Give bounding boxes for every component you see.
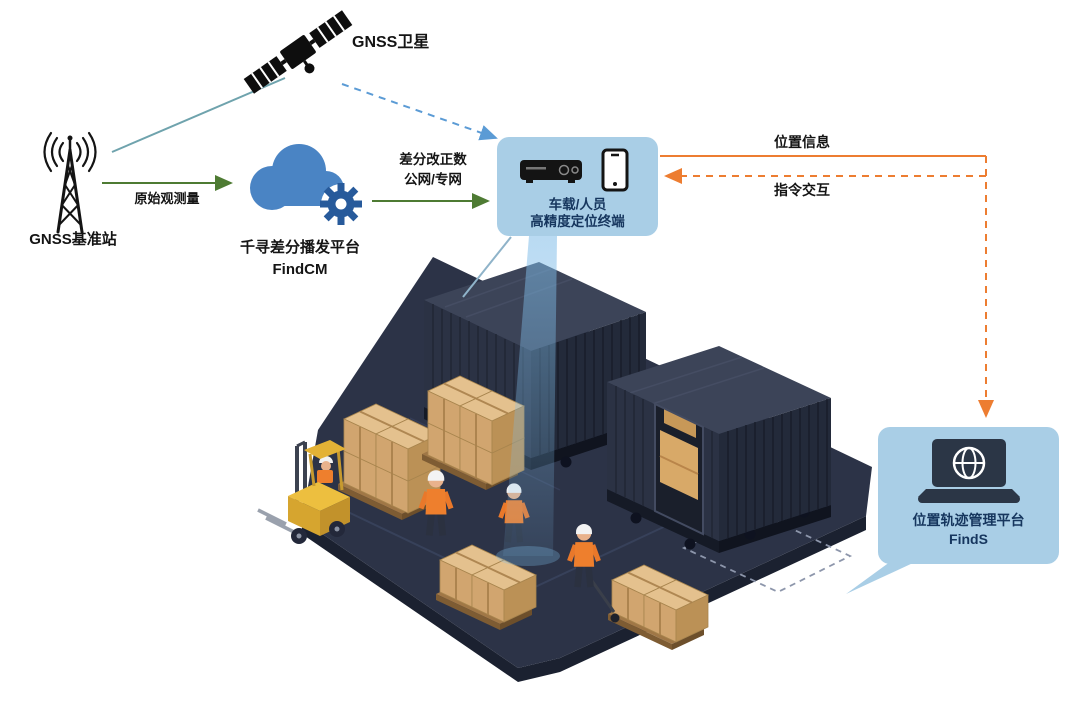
corrections-label-line2: 公网/专网 (404, 172, 462, 187)
finds-platform-node: 位置轨迹管理平台 FindS (878, 427, 1059, 564)
corrections-label-line1: 差分改正数 (399, 152, 467, 167)
base-station-label: GNSS基准站 (29, 231, 117, 248)
cloud-gear-icon (250, 144, 362, 225)
terminal-callout-line (462, 236, 512, 298)
raw-observation-label: 原始观测量 (134, 191, 200, 206)
terminal-label: 车载/人员 高精度定位终端 (530, 196, 625, 230)
finds-platform-subtitle: FindS (949, 531, 988, 547)
receiver-and-phone-icons (519, 148, 628, 192)
laptop-globe-icon (917, 439, 1020, 503)
cloud-platform-subtitle: FindCM (272, 261, 328, 278)
radio-tower-icon (43, 131, 97, 234)
pallet-right (588, 564, 709, 650)
warehouse-scene (257, 257, 872, 682)
terminal-label-line2: 高精度定位终端 (530, 214, 625, 229)
finds-callout-tail (846, 556, 928, 594)
platform-side (302, 516, 866, 682)
receiver-icon (519, 160, 582, 183)
satellite-label: GNSS卫星 (352, 34, 430, 51)
finds-platform-title: 位置轨迹管理平台 (912, 512, 1025, 528)
terminal-node: 车载/人员 高精度定位终端 (497, 137, 658, 236)
cloud-platform-title: 千寻差分播发平台 (239, 239, 360, 256)
cloud-platform-label: 千寻差分播发平台 FindCM (220, 237, 380, 281)
dashed-zone (681, 511, 853, 593)
arrow-location-info (660, 155, 994, 418)
satellite-icon (243, 10, 353, 94)
location-info-label: 位置信息 (774, 134, 830, 150)
smartphone-icon (601, 148, 628, 192)
link-satellite-to-terminal (341, 83, 498, 141)
terminal-label-line1: 车载/人员 (548, 197, 607, 212)
positioning-beam (496, 236, 560, 566)
forklift (257, 440, 350, 544)
finds-platform-label: 位置轨迹管理平台 FindS (913, 511, 1025, 549)
container-2 (607, 346, 831, 553)
command-interaction-label: 指令交互 (774, 182, 830, 198)
corrections-label: 差分改正数 公网/专网 (381, 150, 485, 190)
